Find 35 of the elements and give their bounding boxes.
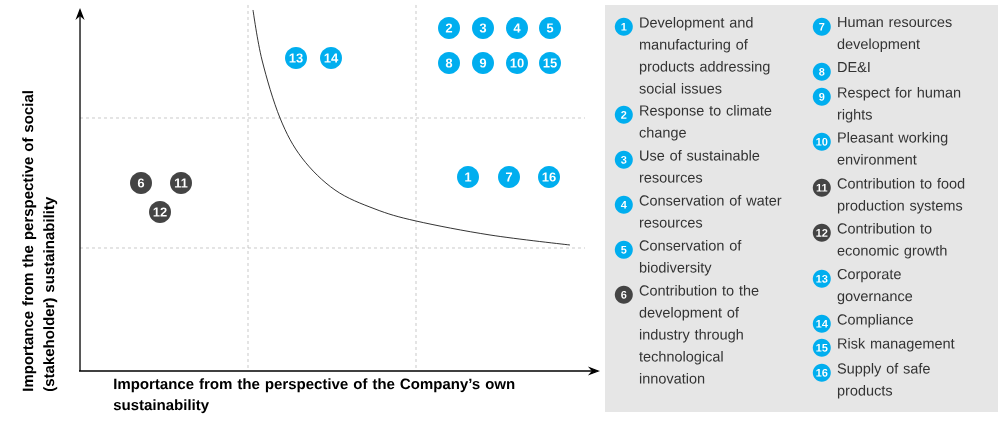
legend-text: Risk management [838,338,955,352]
legend-text: Pleasant working environment [837,132,948,165]
number-badge: 16 [812,363,831,382]
number-badge: 15 [812,338,831,357]
number-badge: 5 [614,240,633,259]
number-badge: 13 [812,269,831,288]
number-badge: 2 [614,105,633,124]
number-badge: 12 [812,223,831,242]
axis-title: Importance from the perspective of social (stakeholder) sustainability [22,91,58,392]
legend-text: Compliance [837,314,913,328]
number-badge: 6 [614,285,633,304]
number-badge: 9 [812,87,831,106]
number-badge: 3 [614,150,633,169]
number-badge: 8 [812,62,831,81]
legend-text: Respect for human rights [837,87,961,123]
legend-text: Contribution to economic growth [837,223,947,259]
legend-text: Conservation of biodiversity [639,240,742,276]
legend-text: Conservation of water resources [639,195,782,228]
legend-text: Human resources development [837,17,952,52]
number-badge: 14 [812,314,831,333]
number-badge: 11 [812,178,831,197]
legend-text: Supply of safe products [837,363,930,399]
number-badge: 7 [812,17,831,36]
legend-text: Development and manufacturing of products addressing social issues [639,17,770,94]
number-badge: 4 [614,195,633,214]
legend-text: Response to climate change [639,105,772,141]
legend-text: DE&I [838,62,870,73]
axis-title: Importance from the perspective of the Company’s own sustainability [113,378,515,414]
number-badge: 1 [614,17,633,36]
legend-panel [605,5,998,412]
number-badge: 10 [812,132,831,151]
legend-text: Use of sustainable resources [639,150,760,183]
legend-text: Corporate governance [837,269,913,305]
legend-text: Contribution to the development of industry through technological innovation [639,285,759,384]
legend-text: Contribution to food production systems [837,178,965,214]
